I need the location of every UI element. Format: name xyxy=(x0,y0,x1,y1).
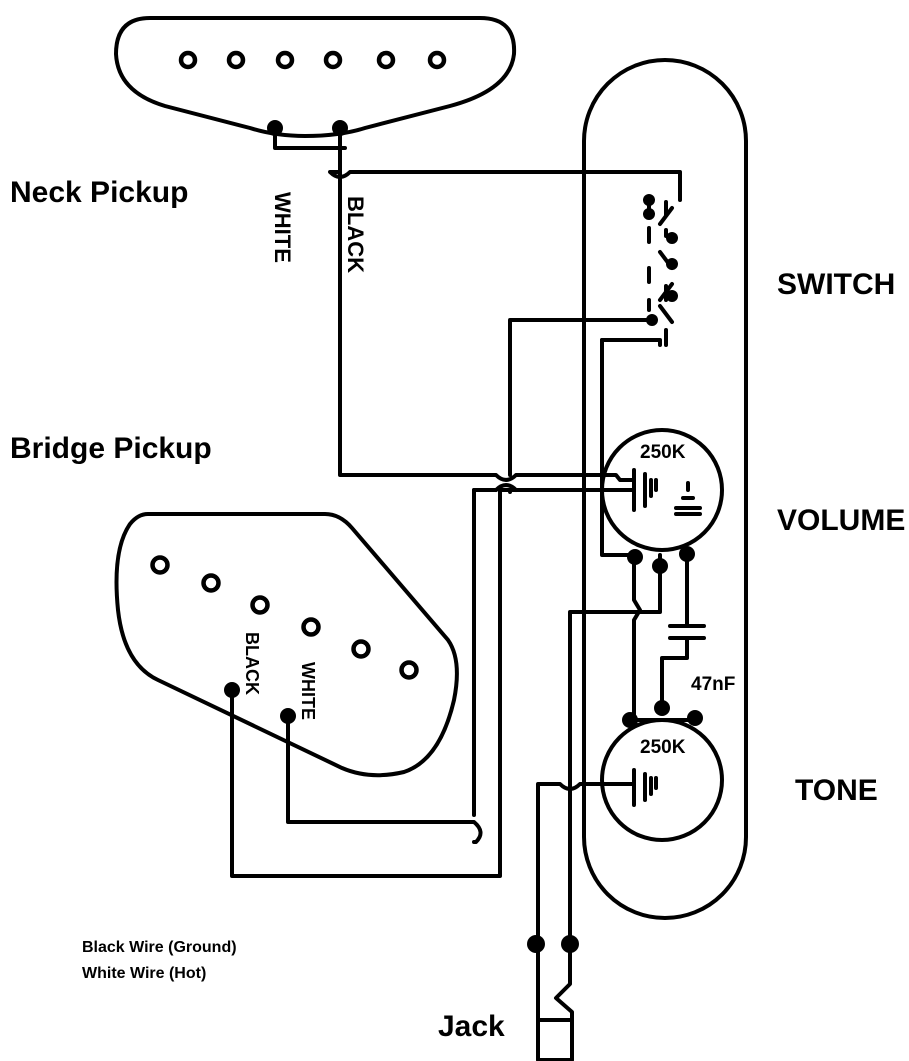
tone-label: TONE xyxy=(795,774,878,807)
switch-component xyxy=(643,194,678,347)
bridge-white-wire-label: WHITE xyxy=(298,662,318,720)
neck-pickup xyxy=(113,16,517,139)
volume-label: VOLUME xyxy=(777,504,905,537)
neck-white-wire-label: WHITE xyxy=(270,192,295,263)
legend-black-wire: Black Wire (Ground) xyxy=(82,939,237,956)
jack-label: Jack xyxy=(438,1010,505,1043)
switch-label: SWITCH xyxy=(777,268,895,301)
bridge-pickup xyxy=(114,512,459,778)
bridge-black-wire-label: BLACK xyxy=(242,632,262,695)
volume-pot-value: 250K xyxy=(640,442,686,463)
jack-component xyxy=(536,948,574,1061)
neck-pickup-label: Neck Pickup xyxy=(10,176,188,209)
legend-white-wire: White Wire (Hot) xyxy=(82,965,206,982)
wiring xyxy=(230,126,697,952)
capacitor-value: 47nF xyxy=(691,674,735,695)
solder-points xyxy=(224,120,703,953)
capacitor xyxy=(660,548,706,707)
neck-black-wire-label: BLACK xyxy=(343,196,368,273)
tone-pot-value: 250K xyxy=(640,737,686,758)
bridge-pickup-label: Bridge Pickup xyxy=(10,432,212,465)
